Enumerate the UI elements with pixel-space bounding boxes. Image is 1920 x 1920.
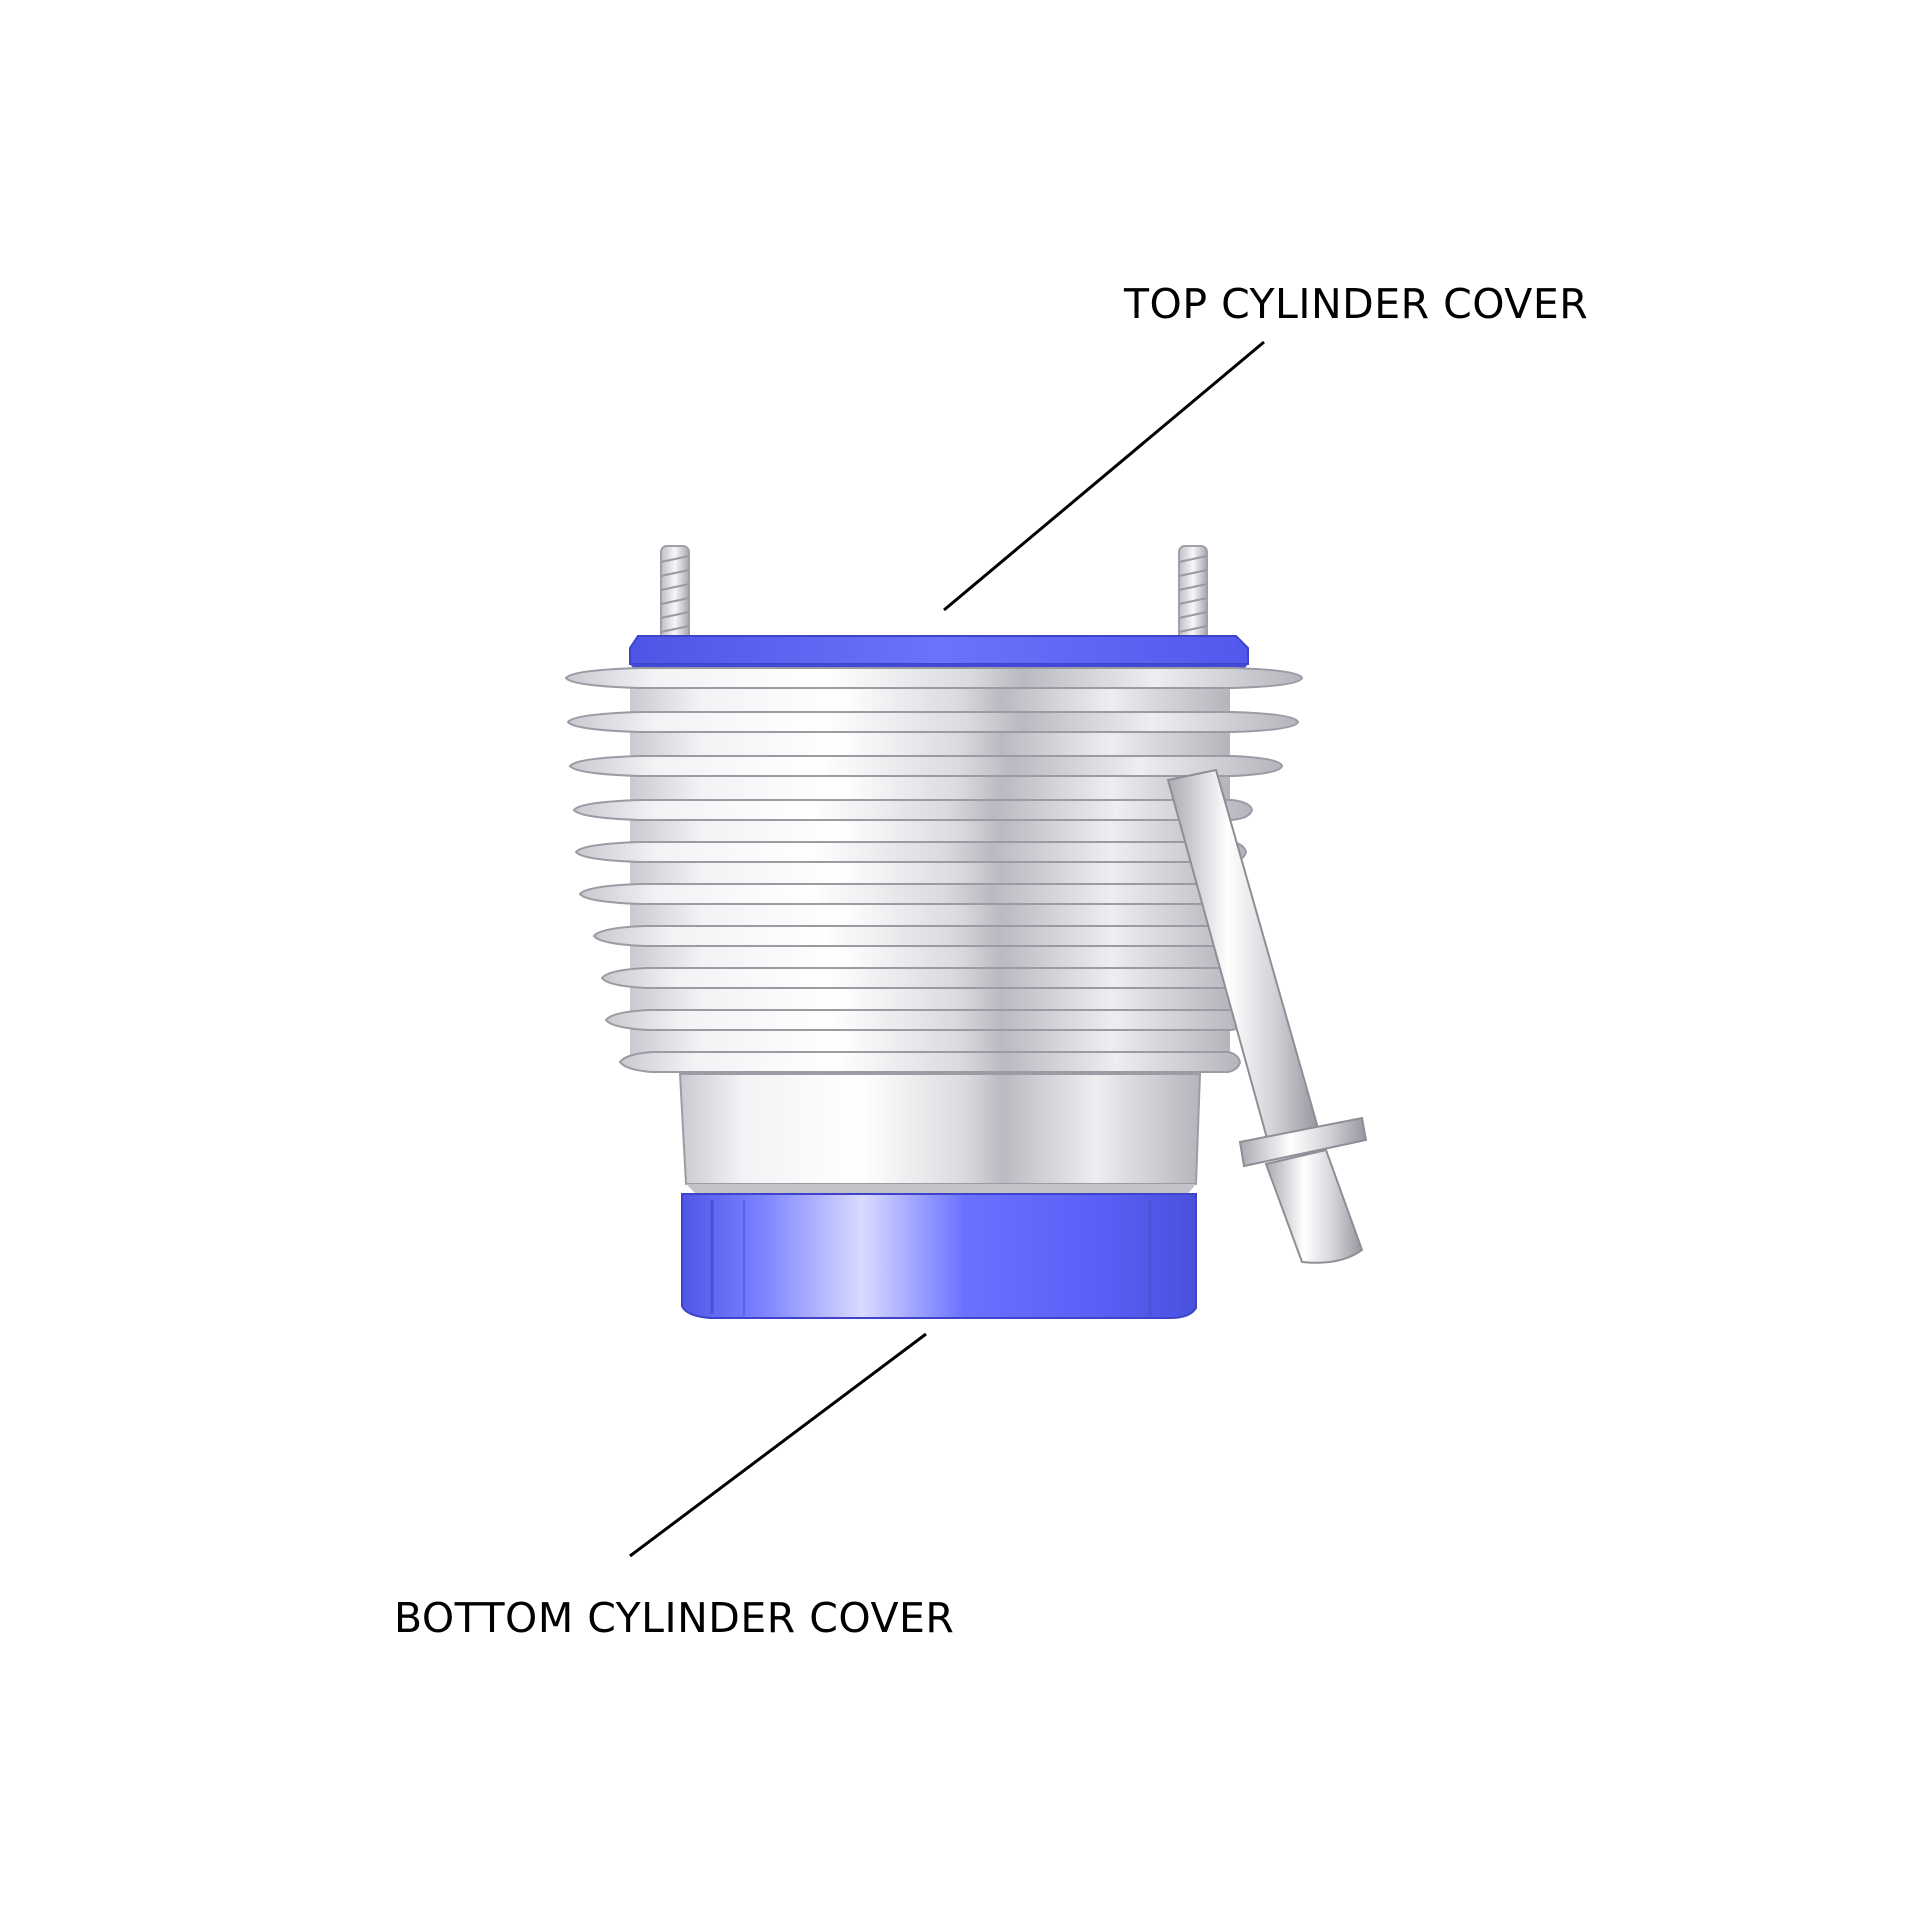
cylinder-barrel	[630, 668, 1230, 1066]
oil-pipe	[1166, 768, 1368, 1264]
leader-line-bottom	[629, 1332, 927, 1558]
leader-line-top	[943, 340, 1265, 612]
lower-barrel	[678, 1073, 1202, 1196]
label-top-cylinder-cover: TOP CYLINDER COVER	[1124, 280, 1589, 328]
label-bottom-cylinder-cover: BOTTOM CYLINDER COVER	[394, 1594, 955, 1642]
cooling-fins	[564, 667, 1304, 1073]
mounting-studs	[660, 545, 1208, 647]
bottom-cylinder-cover	[681, 1193, 1197, 1319]
